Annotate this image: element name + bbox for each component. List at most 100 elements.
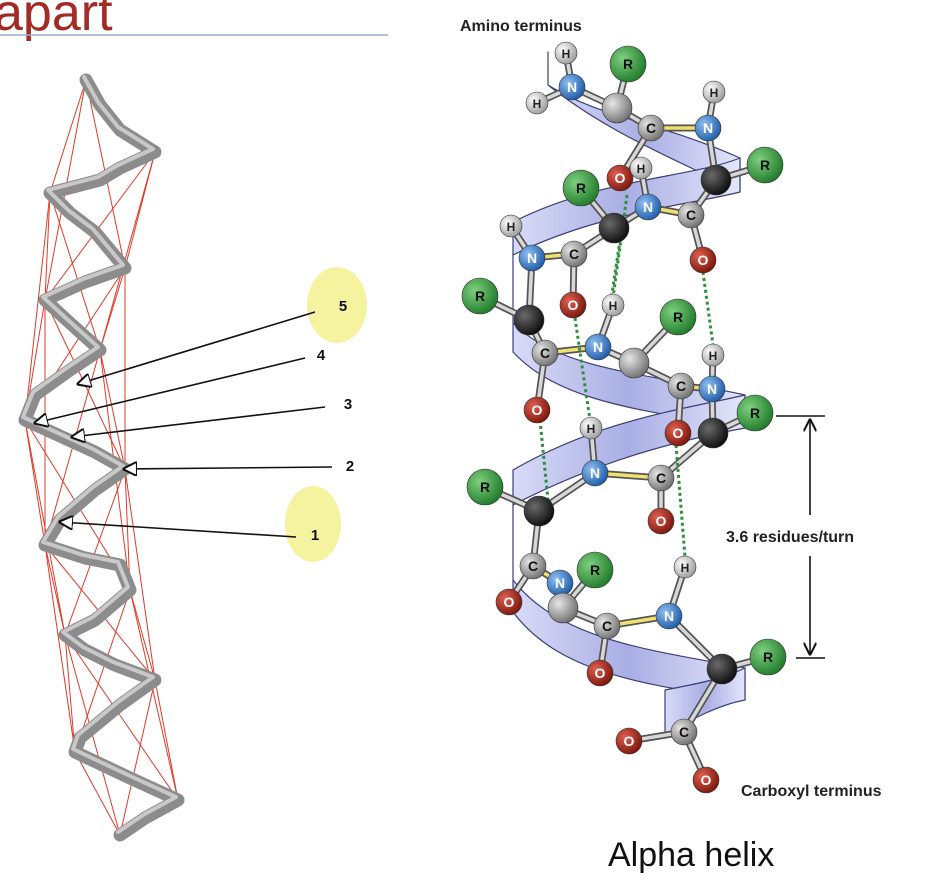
hydrogen-atom-letter: H bbox=[587, 422, 596, 436]
oxygen-atom: O bbox=[523, 396, 551, 424]
pitch-label: 3.6 residues/turn bbox=[726, 529, 854, 546]
carbon-atom: C bbox=[637, 114, 665, 142]
side-chain-group-letter: R bbox=[590, 562, 600, 578]
alpha-carbon-atom bbox=[513, 304, 545, 336]
side-chain-group: R bbox=[609, 45, 647, 83]
nitrogen-atom: N bbox=[634, 193, 662, 221]
oxygen-atom: O bbox=[586, 659, 614, 687]
nitrogen-atom: N bbox=[584, 333, 612, 361]
ca-link-line bbox=[119, 679, 156, 836]
backbone-trace-shine bbox=[21, 75, 178, 834]
side-chain-group-letter: R bbox=[763, 649, 773, 665]
marker-label-1: 1 bbox=[311, 527, 319, 544]
nitrogen-atom: N bbox=[655, 602, 683, 630]
hydrogen-bond bbox=[538, 419, 550, 501]
hydrogen-atom: H bbox=[554, 41, 578, 65]
carbon-atom bbox=[547, 592, 579, 624]
side-chain-group: R bbox=[736, 394, 774, 432]
side-chain-group-letter: R bbox=[750, 405, 760, 421]
nitrogen-atom-letter: N bbox=[664, 608, 674, 624]
ca-link-line bbox=[44, 151, 156, 301]
oxygen-atom: O bbox=[692, 766, 720, 794]
side-chain-group: R bbox=[749, 638, 787, 676]
hydrogen-bond bbox=[701, 271, 715, 346]
oxygen-atom: O bbox=[689, 246, 717, 274]
marker-label-5: 5 bbox=[339, 298, 347, 315]
marker-arrow-5 bbox=[78, 311, 316, 384]
nitrogen-atom-letter: N bbox=[707, 381, 717, 397]
carbon-atom-letter: C bbox=[569, 246, 579, 262]
ca-link-line bbox=[129, 589, 156, 681]
hydrogen-atom-letter: H bbox=[609, 299, 618, 313]
oxygen-atom-letter: O bbox=[698, 252, 709, 268]
marker-arrow-2 bbox=[124, 467, 333, 469]
carboxyl-terminus-label: Carboxyl terminus bbox=[741, 783, 882, 800]
ca-link-line bbox=[124, 468, 156, 681]
carbon-atom: C bbox=[670, 718, 698, 746]
alpha-carbon-atom bbox=[523, 495, 555, 527]
marker-label-3: 3 bbox=[344, 396, 352, 413]
carbon-atom: C bbox=[519, 552, 547, 580]
nitrogen-atom: N bbox=[558, 73, 586, 101]
nitrogen-atom-letter: N bbox=[567, 79, 577, 95]
highlight-marks bbox=[285, 267, 367, 562]
carbon-atom-letter: C bbox=[656, 470, 666, 486]
ca-link-line bbox=[154, 679, 179, 801]
ca-link-line bbox=[24, 419, 46, 546]
side-chain-group-letter: R bbox=[623, 56, 633, 72]
ca-link-line bbox=[74, 589, 131, 753]
alpha-carbon-atom bbox=[598, 212, 630, 244]
hydrogen-bond bbox=[611, 194, 629, 299]
carbon-atom-letter: C bbox=[528, 558, 538, 574]
ca-link-line bbox=[99, 267, 126, 351]
oxygen-atom-letter: O bbox=[504, 594, 515, 610]
carbon-atom-letter: C bbox=[679, 724, 689, 740]
marker-label-4: 4 bbox=[317, 347, 326, 364]
oxygen-atom-letter: O bbox=[701, 772, 712, 788]
alpha-helix-caption: Alpha helix bbox=[608, 836, 774, 874]
oxygen-atom-letter: O bbox=[656, 513, 667, 529]
ca-link-line bbox=[44, 544, 76, 753]
nitrogen-atom-letter: N bbox=[643, 199, 653, 215]
alpha-carbon-atom bbox=[697, 417, 729, 449]
carbon-atom: C bbox=[560, 240, 588, 268]
carbon-atom: C bbox=[667, 372, 695, 400]
side-chain-group-letter: R bbox=[760, 157, 770, 173]
hydrogen-atom: H bbox=[601, 293, 625, 317]
hydrogen-atom: H bbox=[629, 156, 653, 180]
nitrogen-atom-letter: N bbox=[555, 575, 565, 591]
carbon-atom-letter: C bbox=[676, 378, 686, 394]
hydrogen-bond bbox=[573, 317, 592, 421]
marker-arrows bbox=[35, 311, 333, 538]
carbon-atom: C bbox=[677, 201, 705, 229]
oxygen-atom-letter: O bbox=[624, 733, 635, 749]
side-chain-group: R bbox=[746, 146, 784, 184]
ca-link-line bbox=[44, 192, 51, 301]
hydrogen-atom: H bbox=[702, 80, 726, 104]
oxygen-atom-letter: O bbox=[595, 665, 606, 681]
hydrogen-bond bbox=[674, 444, 687, 558]
carbon-atom-letter: C bbox=[686, 207, 696, 223]
nitrogen-atom-letter: N bbox=[703, 120, 713, 136]
hydrogen-atom-letter: H bbox=[709, 349, 718, 363]
hydrogen-bond bbox=[609, 239, 622, 301]
hydrogen-atom: H bbox=[673, 555, 697, 579]
carbon-atom: C bbox=[531, 339, 559, 367]
nitrogen-atom: N bbox=[694, 114, 722, 142]
ca-trace-diagram: 5 4 3 2 1 bbox=[18, 73, 367, 842]
ca-link-line bbox=[124, 468, 131, 591]
side-chain-group: R bbox=[576, 551, 614, 589]
hydrogen-atom-letter: H bbox=[681, 561, 690, 575]
side-chain-group-letter: R bbox=[475, 288, 485, 304]
hydrogen-atom: H bbox=[701, 343, 725, 367]
side-chain-group: R bbox=[466, 468, 504, 506]
carbon-atom: C bbox=[647, 464, 675, 492]
ca-link-line bbox=[64, 634, 179, 801]
carbon-atom bbox=[601, 92, 633, 124]
hydrogen-atom: H bbox=[499, 214, 523, 238]
oxygen-atom: O bbox=[559, 291, 587, 319]
oxygen-atom: O bbox=[615, 727, 643, 755]
